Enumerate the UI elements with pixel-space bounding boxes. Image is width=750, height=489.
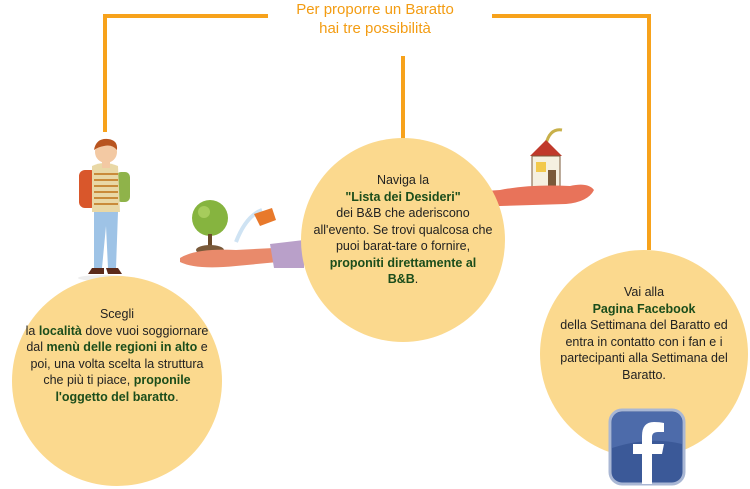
wishlist-link[interactable]: "Lista dei Desideri" <box>345 189 461 204</box>
connector-right-vertical <box>647 14 651 250</box>
option-right-text: Vai alla Pagina Facebook della Settimana… <box>552 284 736 383</box>
option-circle-center <box>301 138 505 342</box>
header-line-2: hai tre possibilità <box>319 20 431 37</box>
option-center-desc: dei B&B che aderiscono all'evento. Se tr… <box>313 206 493 253</box>
option-center-propose: proponiti direttamente al B&B <box>329 255 477 287</box>
option-left-scegli: Scegli <box>99 307 135 321</box>
connector-left-vertical <box>103 14 107 132</box>
option-circle-left <box>12 276 222 486</box>
option-left-text: Scegli la località dove vuoi soggiornare… <box>22 306 212 405</box>
option-right-desc: della Settimana del Baratto ed entra in … <box>560 318 728 382</box>
connector-top-left <box>103 14 268 18</box>
option-left-prefix: la <box>25 323 39 338</box>
traveler-illustration <box>78 138 130 281</box>
option-left-menu-link[interactable]: menù delle regioni in alto <box>46 340 198 354</box>
facebook-icon[interactable] <box>608 408 686 486</box>
facebook-page-link[interactable]: Pagina Facebook <box>592 301 696 316</box>
option-left-desc: e poi, una volta scelta la struttura che… <box>30 340 208 387</box>
hand-tree-illustration <box>180 200 304 268</box>
option-left-mid: dove vuoi soggiornare dal <box>26 323 209 355</box>
option-left-end: . <box>175 389 179 404</box>
option-center-intro: Naviga la <box>376 173 430 187</box>
connector-top-right <box>492 14 650 18</box>
hand-house-illustration <box>470 128 594 208</box>
option-right-intro: Vai alla <box>623 285 665 299</box>
connector-center-vertical <box>401 56 405 140</box>
option-left-propose: proponile l'oggetto del baratto <box>55 373 191 404</box>
option-center-text: Naviga la "Lista dei Desideri" dei B&B c… <box>313 172 493 288</box>
header-line-1: Per proporre un Baratto <box>296 1 454 18</box>
option-left-localita: località <box>38 323 82 338</box>
option-center-end: . <box>414 272 419 286</box>
header-title: Per proporre un Baratto hai tre possibil… <box>250 0 500 38</box>
